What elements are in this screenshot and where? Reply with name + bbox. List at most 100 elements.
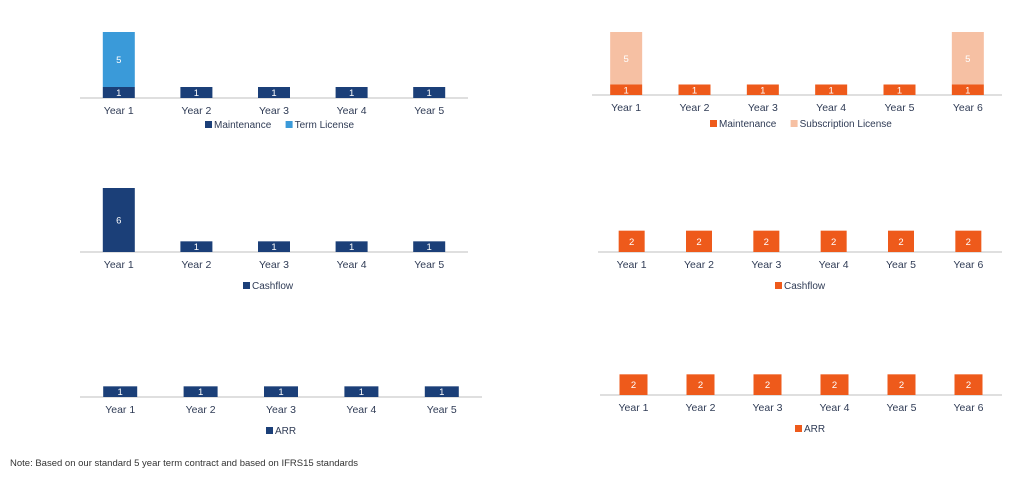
term-cash-legend-label: Cashflow (252, 281, 294, 292)
sub-cash-legend-swatch (775, 282, 782, 289)
sub-arr-tick-label: Year 4 (820, 402, 850, 414)
term-pl-tick-label: Year 1 (104, 105, 134, 117)
term-cash-legend-swatch (243, 282, 250, 289)
term-arr-bar (424, 386, 459, 397)
term-cash-data-label: 1 (194, 242, 199, 253)
term-arr-data-label: 1 (359, 387, 364, 398)
sub-cash-bar (686, 230, 712, 252)
footnote: Note: Based on our standard 5 year term … (10, 458, 359, 469)
sub-pl-bar (883, 84, 916, 95)
term-arr-data-label: 1 (278, 387, 283, 398)
term-cash-bar (180, 241, 213, 252)
sub-cash-bar (820, 230, 847, 252)
term-pl-title: Term model – P&L (212, 10, 327, 25)
sub-pl-legend-label: Maintenance (719, 119, 777, 130)
term-pl-data-label: 5 (116, 55, 121, 66)
sub-pl-data-label: 1 (897, 85, 902, 96)
term-cash-data-label: 1 (427, 242, 432, 253)
term-arr-data-label: 1 (439, 387, 444, 398)
term-cash-tick-label: Year 3 (259, 259, 289, 271)
sub-cash-tick-label: Year 4 (819, 259, 849, 271)
sub-pl-data-label: 1 (624, 85, 629, 96)
sub-cash-title: Subscription model – Cash (716, 164, 885, 179)
sub-cash-data-label: 2 (696, 237, 701, 248)
sub-cash-bar (955, 230, 982, 252)
sub-cash-tick-label: Year 5 (886, 259, 916, 271)
term-pl-legend-label: Maintenance (214, 120, 272, 131)
term-pl-tick-label: Year 3 (259, 105, 289, 117)
sub-cash-tick-label: Year 6 (953, 259, 983, 271)
sub-arr-legend-label: ARR (804, 424, 825, 435)
sub-cash-bar (618, 230, 645, 252)
term-pl-bar (180, 87, 213, 98)
term-pl-tick-label: Year 2 (181, 105, 211, 117)
term-pl-data-label: 1 (194, 88, 199, 99)
term-arr-data-label: 1 (118, 387, 123, 398)
sub-pl-tick-label: Year 3 (748, 102, 778, 114)
term-arr-tick-label: Year 1 (105, 404, 135, 416)
term-cash-data-label: 1 (271, 242, 276, 253)
term-pl-tick-label: Year 5 (414, 105, 444, 117)
term-cash-bar (258, 241, 290, 252)
sub-cash-bar (753, 230, 780, 252)
sub-arr-title: Subscription model – ARR (718, 321, 883, 336)
term-pl-data-label: 1 (116, 88, 121, 99)
sub-pl-title: Subscription model – P&L (719, 10, 882, 25)
sub-cash-data-label: 2 (831, 237, 836, 248)
sub-arr-legend-swatch (795, 425, 802, 432)
sub-arr-bar (619, 374, 648, 395)
term-arr-data-label: 1 (198, 387, 203, 398)
sub-cash-data-label: 2 (966, 237, 971, 248)
term-arr-tick-label: Year 2 (186, 404, 216, 416)
sub-pl-bar (746, 84, 779, 95)
term-pl-bar (102, 87, 135, 98)
sub-arr-data-label: 2 (698, 380, 703, 391)
term-pl-bar (335, 87, 368, 98)
sub-cash-data-label: 2 (764, 237, 769, 248)
term-pl-legend-swatch (285, 121, 293, 128)
sub-pl-data-label: 5 (624, 54, 629, 65)
sub-arr-data-label: 2 (832, 380, 837, 391)
term-cash-title: Term model – Cash (210, 164, 329, 179)
sub-pl-bar (610, 84, 643, 95)
term-cash-bar (102, 188, 135, 252)
term-cash-bar (413, 241, 446, 252)
sub-arr-bar (954, 374, 983, 395)
term-pl-data-label: 1 (349, 88, 354, 99)
sub-arr-data-label: 2 (631, 380, 636, 391)
term-pl-bar (413, 87, 446, 98)
sub-cash-data-label: 2 (898, 237, 903, 248)
sub-arr-tick-label: Year 2 (686, 402, 716, 414)
sub-pl-tick-label: Year 4 (816, 102, 846, 114)
sub-cash-legend-label: Cashflow (784, 281, 826, 292)
sub-arr-tick-label: Year 1 (619, 402, 649, 414)
sub-arr-bar (686, 374, 715, 395)
term-pl-data-label: 1 (427, 88, 432, 99)
term-arr-bar (344, 386, 379, 397)
sub-pl-tick-label: Year 1 (611, 102, 641, 114)
term-arr-bar (264, 386, 298, 397)
term-arr-legend-label: ARR (275, 426, 296, 437)
term-cash-tick-label: Year 4 (337, 259, 367, 271)
sub-cash-tick-label: Year 2 (684, 259, 714, 271)
term-pl-tick-label: Year 4 (337, 105, 367, 117)
sub-arr-tick-label: Year 3 (753, 402, 783, 414)
sub-arr-data-label: 2 (966, 380, 971, 391)
sub-pl-legend-swatch (790, 120, 798, 127)
term-arr-tick-label: Year 5 (427, 404, 457, 416)
sub-arr-bar (887, 374, 916, 395)
sub-arr-bar (820, 374, 849, 395)
sub-arr-tick-label: Year 6 (954, 402, 984, 414)
sub-pl-bar (815, 84, 848, 95)
sub-pl-bar (610, 32, 643, 85)
sub-pl-legend-label: Subscription License (800, 119, 893, 130)
sub-pl-legend-swatch (710, 120, 717, 127)
term-cash-data-label: 6 (116, 216, 121, 227)
term-cash-bar (335, 241, 368, 252)
sub-cash-bar (888, 230, 914, 252)
